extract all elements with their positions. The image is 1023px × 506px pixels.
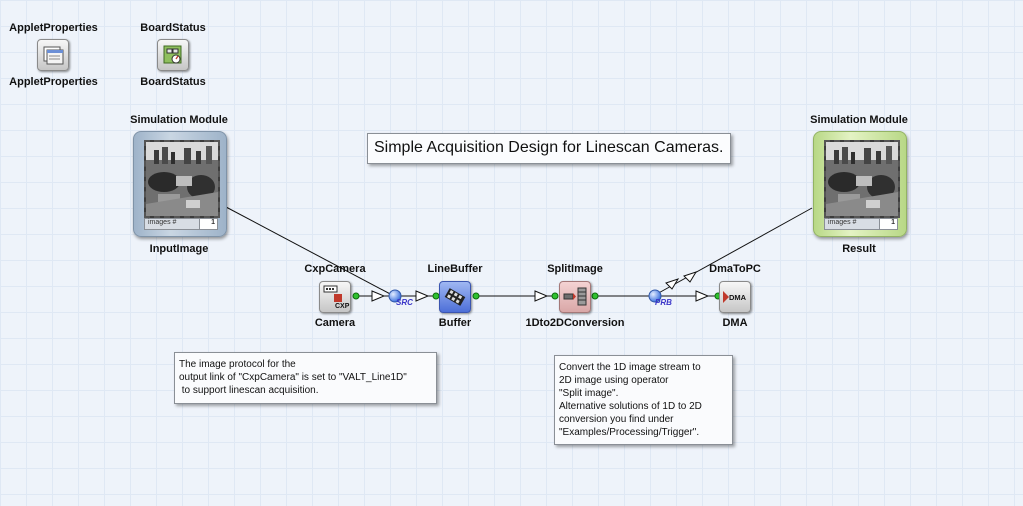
input-image-label: InputImage: [149, 243, 209, 255]
result-image-thumbnail: [824, 140, 900, 218]
arrow-head: [534, 290, 549, 302]
result-images-count-bar: images # 1: [824, 218, 898, 230]
note-line: output link of "CxpCamera" is set to "VA…: [179, 372, 407, 383]
line-buffer-type-label: LineBuffer: [427, 263, 483, 275]
board-status-bottom-label: BoardStatus: [140, 76, 206, 88]
board-status-icon[interactable]: [157, 39, 189, 71]
input-sim-module-header: Simulation Module: [130, 114, 228, 126]
result-sim-module-header: Simulation Module: [810, 114, 908, 126]
note-line: "Split image".: [559, 388, 619, 399]
prb-port-icon[interactable]: [648, 289, 662, 303]
note-line: Alternative solutions of 1D to 2D: [559, 401, 702, 412]
camera-protocol-note[interactable]: The image protocol for the output link o…: [174, 352, 437, 404]
note-line: "Examples/Processing/Trigger".: [559, 427, 700, 438]
applet-properties-icon[interactable]: [37, 39, 69, 71]
port-dot[interactable]: [551, 292, 559, 300]
src-port-icon[interactable]: [388, 289, 402, 303]
note-line: Convert the 1D image stream to: [559, 362, 701, 373]
port-dot[interactable]: [352, 292, 360, 300]
images-count-value[interactable]: 1: [879, 219, 897, 229]
buffer-label: Buffer: [438, 317, 472, 329]
split-image-type-label: SplitImage: [547, 263, 603, 275]
applet-properties-top-label: AppletProperties: [9, 22, 98, 34]
dma-to-pc-type-label: DmaToPC: [709, 263, 761, 275]
result-sim-module[interactable]: images # 1: [813, 131, 907, 237]
design-title-note[interactable]: Simple Acquisition Design for Linescan C…: [367, 133, 731, 164]
dma-label: DMA: [722, 317, 748, 329]
arrow-head: [683, 271, 698, 283]
result-label: Result: [842, 243, 876, 255]
split-image-note[interactable]: Convert the 1D image stream to 2D image …: [554, 355, 733, 445]
note-line: to support linescan acquisition.: [179, 385, 319, 396]
input-image-sim-module[interactable]: images # 1: [133, 131, 227, 237]
split-conversion-label: 1Dto2DConversion: [525, 317, 625, 329]
note-line: conversion you find under: [559, 414, 674, 425]
arrow-head: [371, 290, 386, 302]
images-count-value[interactable]: 1: [199, 219, 217, 229]
split-image-icon[interactable]: [559, 281, 591, 313]
prb-port-label: PRB: [655, 298, 672, 307]
cxp-camera-type-label: CxpCamera: [304, 263, 366, 275]
port-dot[interactable]: [591, 292, 599, 300]
board-status-top-label: BoardStatus: [140, 22, 206, 34]
camera-label: Camera: [314, 317, 356, 329]
cxp-icon-text: CXP: [335, 303, 350, 310]
arrow-head: [415, 290, 430, 302]
note-line: 2D image using operator: [559, 375, 669, 386]
images-count-label: images #: [148, 219, 177, 226]
port-dot[interactable]: [472, 292, 480, 300]
images-count-label: images #: [828, 219, 857, 226]
line-buffer-icon[interactable]: [439, 281, 471, 313]
input-images-count-bar: images # 1: [144, 218, 218, 230]
arrow-head: [665, 278, 680, 290]
cxp-camera-icon[interactable]: CXP: [319, 281, 351, 313]
dma-icon-text: DMA: [729, 293, 747, 302]
note-line: The image protocol for the: [179, 359, 296, 370]
arrow-head: [695, 290, 710, 302]
src-port-label: SRC: [396, 298, 413, 307]
input-image-thumbnail: [144, 140, 220, 218]
applet-properties-bottom-label: AppletProperties: [9, 76, 98, 88]
dma-icon[interactable]: DMA: [719, 281, 751, 313]
